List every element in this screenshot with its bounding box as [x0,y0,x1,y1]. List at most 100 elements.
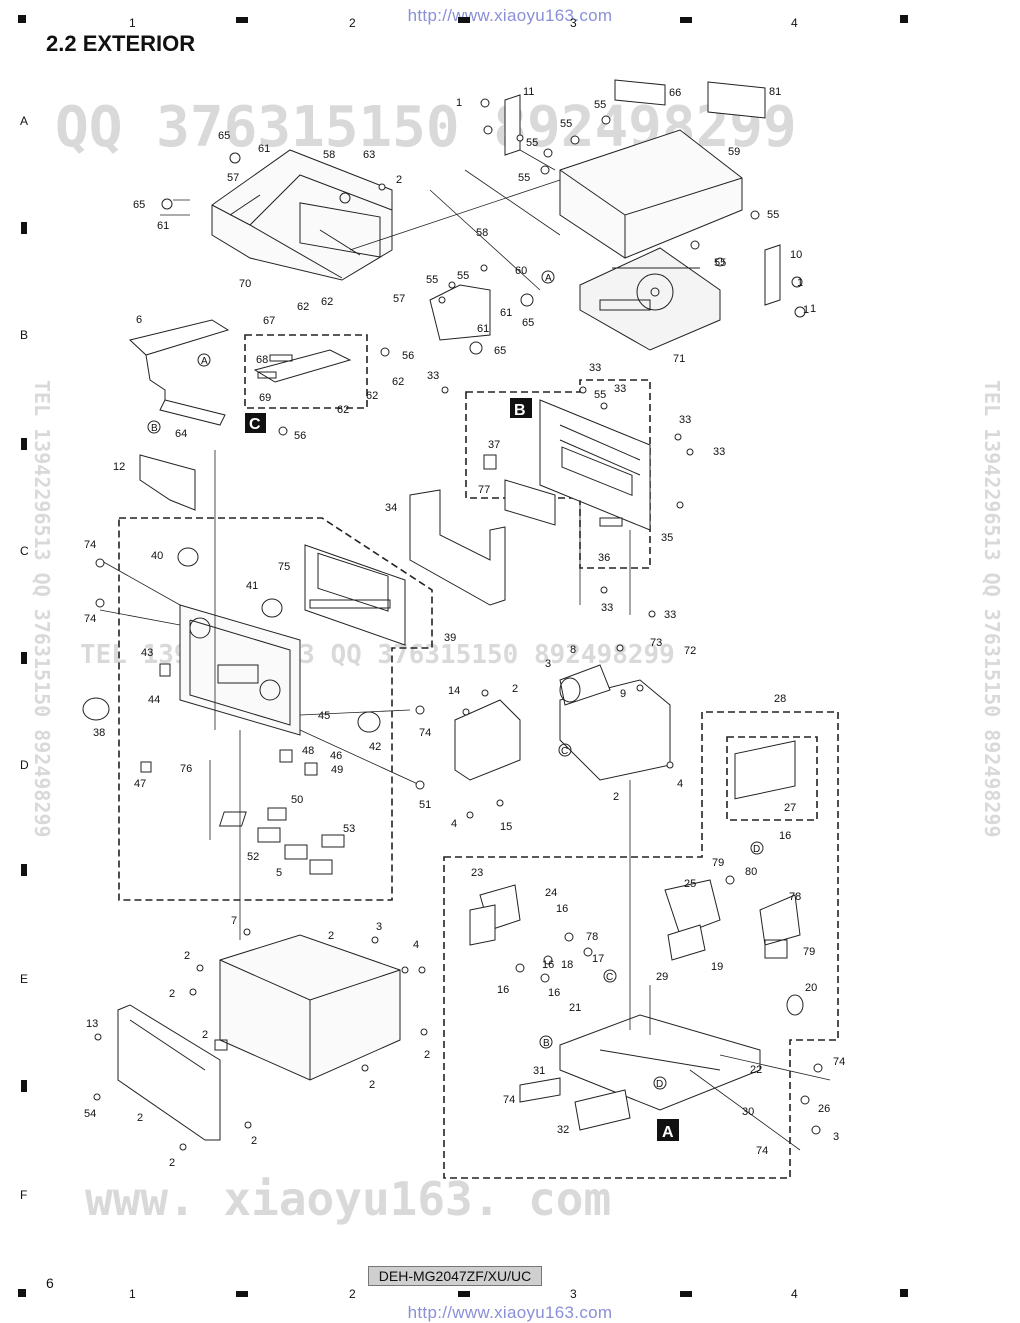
part-number-label: 74 [833,1056,845,1068]
part-number-label: 8 [570,644,576,656]
subassembly-box-b [465,379,651,569]
part-number-label: 78 [586,931,598,943]
part-number-label: 45 [318,710,330,722]
chassis-top-left [211,149,393,281]
part-number-label: 69 [259,392,271,404]
knobs [82,547,381,733]
part-number-label: 7 [231,915,237,927]
part-number-label: 2 [202,1029,208,1041]
part-number-label: 34 [385,502,397,514]
watermark-vertical-right: TEL 13942296513 QQ 376315150 892498299 [980,380,1004,838]
part-number-label: 62 [337,404,349,416]
part-number-label: 79 [712,857,724,869]
part-number-label: 43 [141,647,153,659]
part-number-label: 2 [369,1079,375,1091]
column-label: 2 [349,16,356,30]
bottom-url[interactable]: http://www.xiaoyu163.com [407,1303,613,1322]
svg-text:B: B [151,423,158,434]
subassembly-box-a [443,711,839,1179]
svg-text:B: B [514,402,526,419]
row-divider-mark [21,222,27,234]
part-number-label: 62 [366,390,378,402]
part-number-label: 64 [175,428,187,440]
part-number-label: 16 [497,984,509,996]
part-number-label: 2 [169,1157,175,1169]
part-number-label: 46 [330,750,342,762]
part-number-label: 14 [448,685,460,697]
part-number-label: 33 [589,362,601,374]
part-number-label: 63 [363,149,375,161]
part-number-label: 16 [779,830,791,842]
svg-text:D: D [753,844,760,855]
part-number-label: 31 [533,1065,545,1077]
part-number-label: 65 [133,199,145,211]
part-number-label: 38 [93,727,105,739]
part-number-label: 4 [451,818,457,830]
part-number-label: 74 [756,1145,768,1157]
subassembly-boxes [118,334,839,1179]
part-number-label: 36 [598,552,610,564]
part-number-label: 67 [263,315,275,327]
part-number-label: 37 [488,439,500,451]
part-number-label: 18 [561,959,573,971]
column-divider-mark [680,17,692,23]
part-number-label: 2 [251,1135,257,1147]
part-number-label: 2 [396,174,402,186]
subassembly-box-27 [726,736,818,821]
part-number-label: 15 [500,821,512,833]
part-number-label: 62 [392,376,404,388]
part-number-label: 2 [613,791,619,803]
corner-mark [900,15,908,23]
model-number: DEH-MG2047ZF/XU/UC [368,1266,542,1286]
part-number-label: 16 [548,987,560,999]
part-number-label: 3 [545,658,551,670]
watermark-tel: TEL 13942296513 QQ 376315150 892498299 [80,640,675,670]
part-number-label: 17 [592,953,604,965]
part-number-label: 41 [246,580,258,592]
part-number-label: 52 [247,851,259,863]
svg-text:D: D [656,1079,663,1090]
part-number-label: 73 [650,637,662,649]
part-number-label: 71 [673,353,685,365]
part-number-label: 25 [684,878,696,890]
part-number-label: 59 [728,146,740,158]
label-81 [707,81,766,119]
lower-chassis [117,934,401,1141]
part-number-label: 74 [84,539,96,551]
part-number-label: 33 [664,609,676,621]
part-number-label: 57 [227,172,239,184]
part-number-label: 55 [457,270,469,282]
subassembly-c-parts [253,349,352,383]
part-number-label: 1 [810,303,816,315]
part-number-label: 55 [526,137,538,149]
watermark-vertical-left: TEL 13942296513 QQ 376315150 892498299 [30,380,54,838]
svg-text:A: A [201,356,208,367]
row-label: E [20,972,29,986]
page-number: 6 [46,1275,54,1291]
part-number-label: 29 [656,971,668,983]
part-number-label: 55 [767,209,779,221]
flex-cables [128,319,230,511]
front-panel [179,544,406,736]
leader-lines [99,149,831,1151]
part-number-label: 75 [278,561,290,573]
heat-sink-assembly [454,664,671,781]
row-label: F [20,1188,28,1202]
part-number-label: 55 [518,172,530,184]
part-number-label: 1 [797,277,803,289]
part-number-label: 39 [444,632,456,644]
row-label: C [20,544,29,558]
part-number-label: 20 [805,982,817,994]
part-number-label: 30 [742,1106,754,1118]
circle-callouts: A A B C D C B D [147,270,764,1090]
column-divider-mark [458,1291,470,1297]
part-number-label: 81 [769,86,781,98]
front-buttons [140,663,345,875]
part-number-label: 61 [500,307,512,319]
row-divider-mark [21,864,27,876]
part-number-label: 62 [321,296,333,308]
part-number-label: 77 [478,484,490,496]
part-number-label: 51 [419,799,431,811]
part-number-label: 12 [113,461,125,473]
